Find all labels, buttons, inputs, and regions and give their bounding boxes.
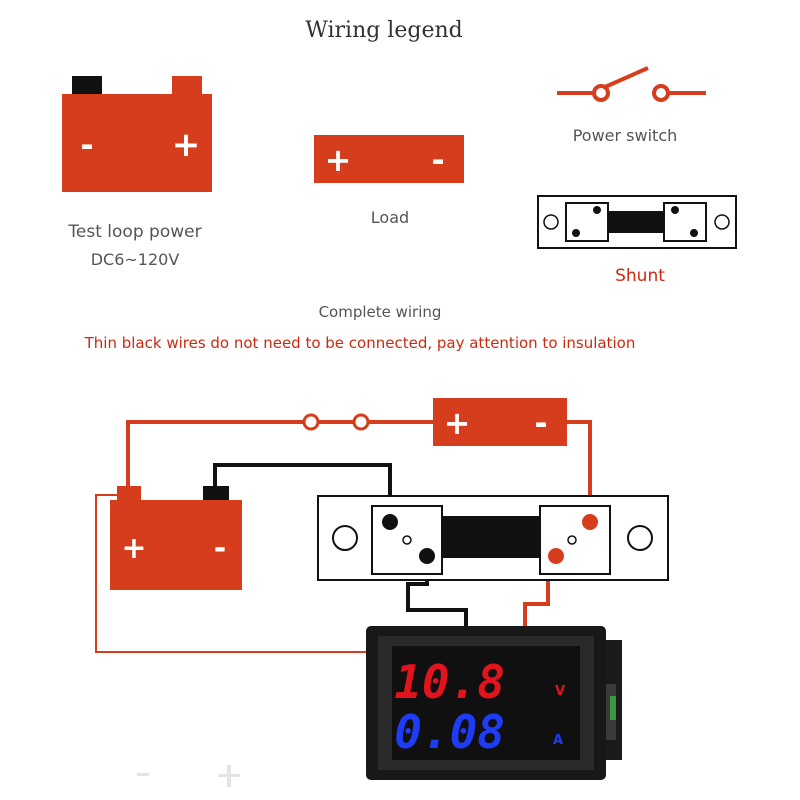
current-unit: A [553, 733, 563, 748]
voltmeter-ammeter: 10.8 V 0.08 A [366, 626, 622, 780]
shunt-legend-icon [537, 195, 737, 249]
load-plus-sign: + [325, 141, 352, 179]
circuit-battery-minus: - [214, 531, 226, 566]
circuit-switch-contact-a [302, 413, 320, 431]
current-reading: 0.08 [394, 705, 505, 759]
voltage-reading: 10.8 [394, 655, 505, 709]
load-legend-icon: + - [314, 135, 464, 183]
battery-minus-sign: - [80, 126, 93, 164]
shunt-legend-label: Shunt [615, 266, 665, 286]
load-legend-label: Load [370, 208, 410, 227]
battery-legend-label: Test loop power [68, 222, 202, 242]
circuit-shunt [317, 495, 669, 581]
voltage-unit: V [555, 684, 565, 699]
thin-red-wire [95, 494, 378, 653]
switch-legend-icon [557, 66, 706, 102]
battery-plus-sign: + [172, 125, 201, 165]
battery-legend-icon: - + [62, 76, 212, 192]
circuit-load-plus: + [444, 404, 471, 442]
circuit-battery: + - [110, 486, 242, 590]
complete-wiring-title: Complete wiring [318, 303, 442, 321]
circuit-battery-plus: + [121, 531, 146, 566]
legend-title: Wiring legend [305, 18, 463, 43]
faint-terminal-marks [137, 765, 240, 787]
wiring-note: Thin black wires do not need to be conne… [84, 334, 636, 352]
switch-legend-label: Power switch [572, 126, 678, 145]
battery-voltage-range: DC6~120V [90, 250, 180, 269]
circuit-switch-contact-b [352, 413, 370, 431]
circuit-load-minus: - [534, 404, 547, 442]
red-wires [126, 420, 592, 628]
load-minus-sign: - [431, 141, 444, 179]
circuit-load: + - [433, 398, 567, 446]
